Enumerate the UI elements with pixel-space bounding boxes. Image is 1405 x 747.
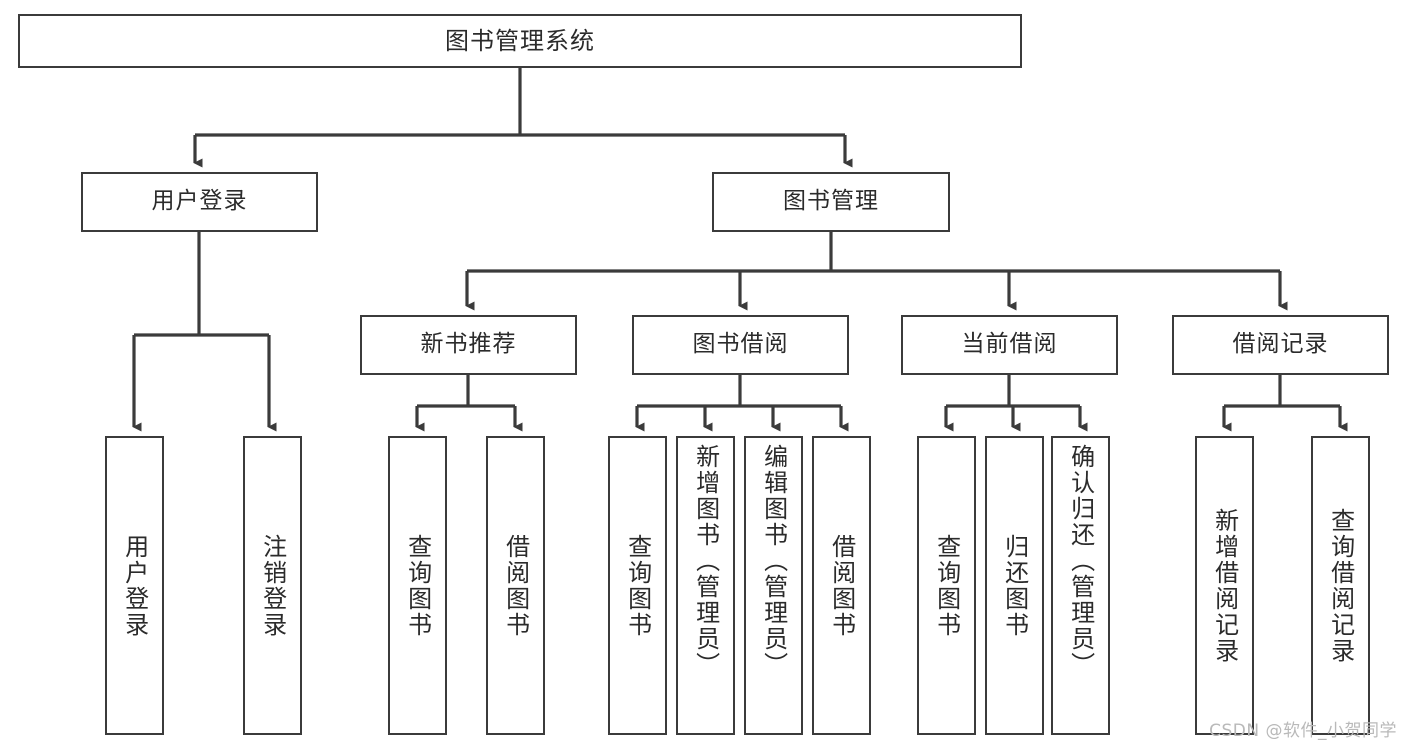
node-current-borrow[interactable]: 当前借阅 xyxy=(901,315,1118,375)
leaf-user-login[interactable]: 用户登录 xyxy=(105,436,164,735)
node-root-label: 图书管理系统 xyxy=(445,26,595,55)
node-book-manage-label: 图书管理 xyxy=(783,188,879,215)
leaf-return-book-label: 归还图书 xyxy=(1000,533,1029,638)
leaf-query-record-label: 查询借阅记录 xyxy=(1326,507,1355,664)
leaf-borrow-book-2[interactable]: 借阅图书 xyxy=(812,436,871,735)
leaf-add-book[interactable]: 新增图书（管理员） xyxy=(676,436,735,735)
leaf-query-book-2-label: 查询图书 xyxy=(623,533,652,638)
leaf-query-book-2[interactable]: 查询图书 xyxy=(608,436,667,735)
watermark: CSDN @软件_小贺同学 xyxy=(1209,721,1397,741)
leaf-edit-book-label: 编辑图书（管理员） xyxy=(759,444,788,678)
leaf-return-book[interactable]: 归还图书 xyxy=(985,436,1044,735)
leaf-add-record[interactable]: 新增借阅记录 xyxy=(1195,436,1254,735)
node-book-borrow-label: 图书借阅 xyxy=(692,331,789,358)
leaf-query-record[interactable]: 查询借阅记录 xyxy=(1311,436,1370,735)
leaf-borrow-book-2-label: 借阅图书 xyxy=(827,533,856,638)
node-book-borrow[interactable]: 图书借阅 xyxy=(632,315,849,375)
leaf-edit-book[interactable]: 编辑图书（管理员） xyxy=(744,436,803,735)
node-root[interactable]: 图书管理系统 xyxy=(18,14,1022,68)
leaf-add-record-label: 新增借阅记录 xyxy=(1210,507,1239,664)
leaf-query-book-3[interactable]: 查询图书 xyxy=(917,436,976,735)
node-borrow-record[interactable]: 借阅记录 xyxy=(1172,315,1389,375)
node-book-manage[interactable]: 图书管理 xyxy=(712,172,950,232)
node-new-book-recommend-label: 新书推荐 xyxy=(420,331,517,358)
node-borrow-record-label: 借阅记录 xyxy=(1232,331,1329,358)
leaf-logout[interactable]: 注销登录 xyxy=(243,436,302,735)
node-user-login[interactable]: 用户登录 xyxy=(81,172,318,232)
node-new-book-recommend[interactable]: 新书推荐 xyxy=(360,315,577,375)
node-user-login-label: 用户登录 xyxy=(151,188,248,215)
leaf-query-book-3-label: 查询图书 xyxy=(932,533,961,638)
leaf-confirm-return[interactable]: 确认归还（管理员） xyxy=(1051,436,1110,735)
leaf-query-book-1-label: 查询图书 xyxy=(403,533,432,638)
node-current-borrow-label: 当前借阅 xyxy=(961,331,1058,358)
leaf-user-login-label: 用户登录 xyxy=(120,533,149,638)
leaf-borrow-book-1[interactable]: 借阅图书 xyxy=(486,436,545,735)
leaf-logout-label: 注销登录 xyxy=(258,533,287,638)
leaf-confirm-return-label: 确认归还（管理员） xyxy=(1066,444,1095,678)
leaf-borrow-book-1-label: 借阅图书 xyxy=(501,533,530,638)
leaf-add-book-label: 新增图书（管理员） xyxy=(691,444,720,678)
leaf-query-book-1[interactable]: 查询图书 xyxy=(388,436,447,735)
